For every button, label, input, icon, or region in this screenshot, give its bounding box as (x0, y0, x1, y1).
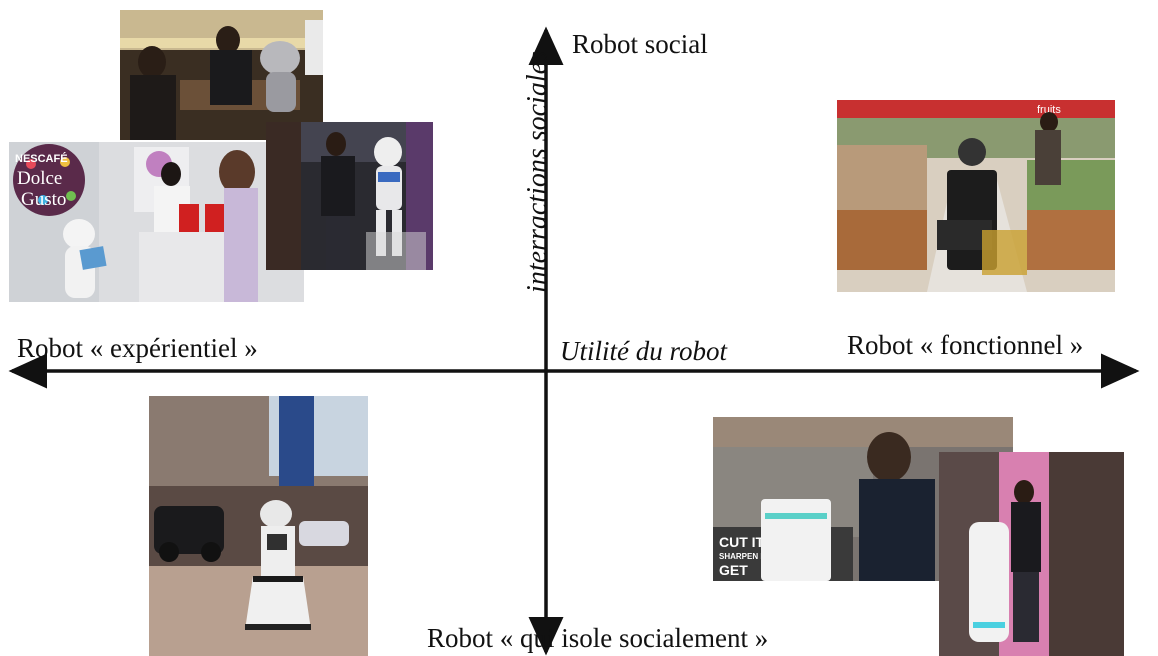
robot-restaurant-photo (120, 10, 323, 140)
top-label: Robot social (572, 29, 708, 59)
nescafe-brand-text: NESCAFÉ (15, 152, 68, 165)
mall-robot-photo (149, 396, 368, 656)
hotel-delivery-robot-photo (939, 452, 1124, 656)
nao-robot-photo (266, 122, 433, 270)
sharpen-it-text: SHARPEN IT (719, 552, 768, 561)
shopping-robot-photo: fruits (837, 100, 1115, 292)
pepper-robot-photo: NESCAFÉ Dolce Gusto (9, 142, 304, 302)
dolce-text: Dolce (17, 168, 62, 189)
vertical-axis-title: interractions sociales (522, 51, 553, 293)
gusto-text: Gusto (21, 189, 66, 210)
store-sign-text: fruits (1037, 104, 1061, 116)
get-text: GET (719, 562, 748, 578)
left-label: Robot « expérientiel » (17, 333, 258, 363)
right-label: Robot « fonctionnel » (847, 330, 1084, 360)
cut-it-text: CUT IT (719, 534, 765, 550)
horizontal-axis-title: Utilité du robot (560, 336, 727, 366)
bottom-label: Robot « qui isole socialement » (427, 623, 769, 653)
